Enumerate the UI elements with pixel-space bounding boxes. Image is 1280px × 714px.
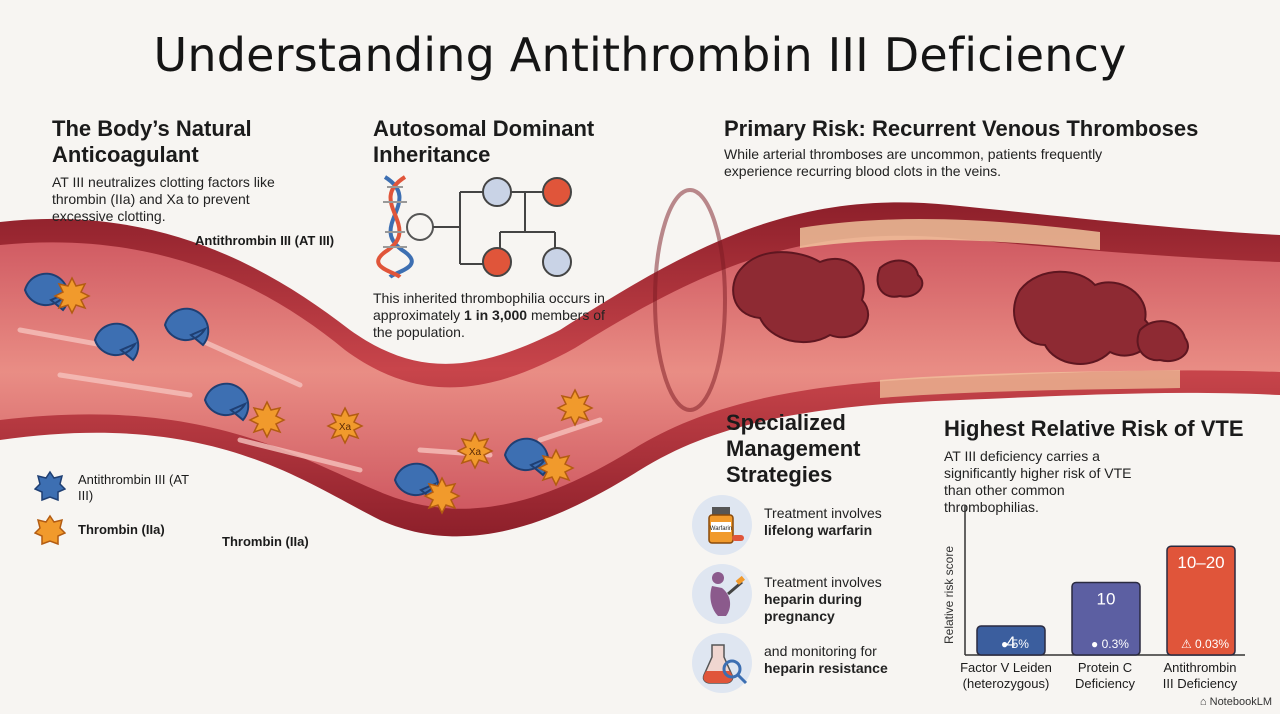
y-axis-label: Relative risk score [942,546,956,644]
atiii-molecule [163,307,210,347]
panel-management-heading: Specialized Management Strategies [726,410,861,487]
molecule-illustration: Xa Xa [23,272,594,515]
inheritance-prevalence: 1 in 3,000 [464,307,528,323]
thrombin-legend-icon [34,514,66,546]
management-item-warfarin: Warfarin Treatment involves lifelong war… [692,495,922,555]
pedigree-lines [433,191,556,265]
thrombin-callout-label: Thrombin (IIa) [222,534,309,549]
thrombin-molecule [556,388,594,427]
bar-note-label: ● 5% [1001,637,1029,651]
panel-risk-heading: Primary Risk: Recurrent Venous Thrombose… [724,116,1199,141]
bar-value-label: 4 [1006,633,1015,652]
dna-helix-icon [376,175,434,279]
bar [976,625,1046,656]
svg-text:Warfarin: Warfarin [710,526,732,532]
legend-label-thrombin: Thrombin (IIa) [78,522,165,537]
person-icons [482,177,572,277]
category-label: Factor V Leiden (heterozygous) [960,660,1052,691]
panel-inheritance-body: This inherited thrombophilia occurs in a… [373,290,623,341]
watermark: ⌂ NotebookLM [1199,696,1272,708]
lab-flask-magnifier-icon [692,633,752,693]
watermark-text: NotebookLM [1209,696,1272,708]
bar-note-label: ⚠ 0.03% [1181,637,1229,651]
xa-molecule [456,431,494,470]
bar-value-label: 10–20 [1177,553,1224,572]
xa-molecule [326,406,364,445]
thrombin-molecule [248,400,286,439]
dna-pedigree-illustration [376,175,572,279]
pregnancy-injection-icon [692,564,752,624]
panel-vte-heading: Highest Relative Risk of VTE [944,416,1244,441]
inheritance-body-text: This inherited thrombophilia occurs in a… [373,290,605,323]
panel-risk: Primary Risk: Recurrent Venous Thrombose… [724,116,1264,180]
panel-inheritance: Autosomal Dominant Inheritance [373,116,633,168]
panel-vte-body: AT III deficiency carries a significantl… [944,448,1132,515]
panel-vte: Highest Relative Risk of VTE AT III defi… [944,416,1264,516]
legend-item-atiii: Antithrombin III (AT III) [34,470,204,506]
atiii-callout-label: Antithrombin III (AT III) [195,233,335,248]
legend-label-atiii: Antithrombin III (AT III) [78,472,189,503]
page-title: Understanding Antithrombin III Deficienc… [153,28,1127,82]
thrombin-molecule [537,448,575,487]
atiii-molecule [93,322,140,362]
panel-anticoagulant-body: AT III neutralizes clotting factors like… [52,174,275,224]
bar [1071,581,1141,656]
xa-label: Xa [339,422,352,433]
warfarin-bottle-icon: Warfarin [692,495,752,555]
management-item-heparin-resistance: and monitoring for heparin resistance [692,633,922,693]
atiii-legend-icon [34,470,66,502]
management-text-heparin-pregnancy: Treatment involves heparin during pregna… [764,574,882,624]
panel-anticoagulant-heading: The Body’s Natural Anticoagulant [52,116,252,167]
bar-value-label: 10 [1097,589,1116,608]
xa-label: Xa [469,447,482,458]
panel-management: Specialized Management Strategies [726,410,896,488]
management-text-warfarin: Treatment involves lifelong warfarin [764,505,882,538]
management-text-heparin-resistance: and monitoring for heparin resistance [764,643,888,676]
bar [1166,545,1236,656]
panel-anticoagulant: The Body’s Natural Anticoagulant AT III … [52,116,312,225]
panel-inheritance-heading: Autosomal Dominant Inheritance [373,116,595,167]
panel-risk-body: While arterial thromboses are uncommon, … [724,146,1103,179]
legend: Antithrombin III (AT III) Thrombin (IIa) [34,470,204,550]
vte-risk-chart: Relative risk score 4● 5% 10 ● 0.3% 10–20 ⚠ … [942,505,1245,656]
legend-item-thrombin: Thrombin (IIa) [34,514,204,550]
thrombin-molecule [423,476,461,515]
inheritance-body-text-end: members of the population. [373,307,605,340]
category-label: Protein C Deficiency [1075,660,1135,691]
category-label: Antithrombin III Deficiency [1162,660,1238,691]
bar-note-label: ● 0.3% [1091,637,1129,651]
atiii-molecule [203,382,250,422]
thrombin-molecule [53,276,91,315]
management-item-heparin-pregnancy: Treatment involves heparin during pregna… [692,564,922,624]
